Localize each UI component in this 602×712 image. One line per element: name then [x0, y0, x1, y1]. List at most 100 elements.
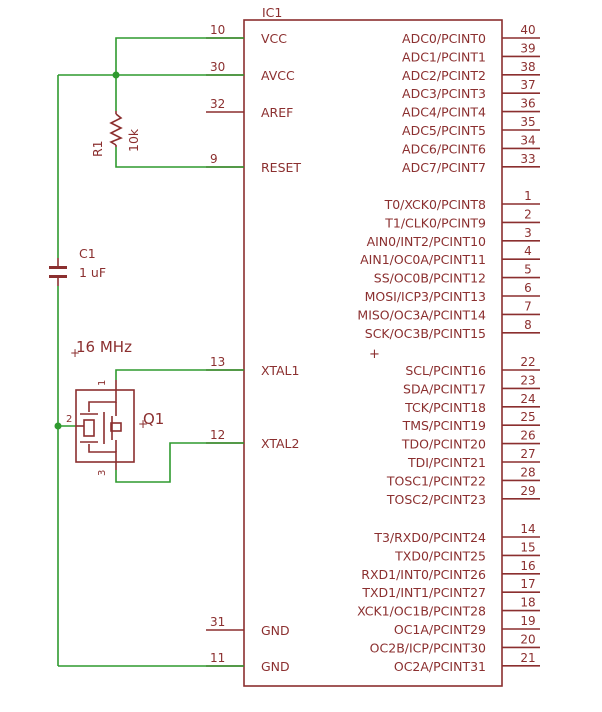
q1-top-lead	[88, 390, 117, 412]
ic1-pin-19-number: 19	[520, 614, 535, 628]
ic1-pin-11-label: GND	[261, 659, 290, 674]
ic1-pin-8-label: SCK/OC3B/PCINT15	[365, 326, 486, 341]
ic1-pin-4-number: 4	[524, 244, 532, 258]
junction-gnd	[54, 422, 62, 430]
ic1-pin-36-label: ADC4/PCINT4	[402, 105, 486, 120]
ic1-pin-31-number: 31	[210, 615, 225, 629]
ic1-pin-3-label: AIN0/INT2/PCINT10	[367, 234, 486, 249]
ic1-pin-16-number: 16	[520, 559, 535, 573]
ic1-pin-25-label: TMS/PCINT19	[402, 418, 486, 433]
ic1-pin-9-number: 9	[210, 152, 218, 166]
ic1-pin-5-number: 5	[524, 263, 532, 277]
ic1-pin-35-label: ADC5/PCINT5	[402, 123, 486, 138]
ic1-pin-21-number: 21	[520, 651, 535, 665]
r1-zigzag	[109, 113, 123, 146]
ic1-pin-6-label: MOSI/ICP3/PCINT13	[365, 289, 486, 304]
ic1-pin-30-label: AVCC	[261, 68, 295, 83]
ic1-pin-1-number: 1	[524, 189, 532, 203]
ic1-pin-21-label: OC2A/PCINT31	[394, 659, 486, 674]
ic1-pin-10-number: 10	[210, 23, 225, 37]
ic1-pin-22-label: SCL/PCINT16	[405, 363, 486, 378]
ic1-pin-26-label: TDO/PCINT20	[401, 437, 486, 452]
ic1-pin-33-number: 33	[520, 152, 535, 166]
c1-name: C1	[79, 246, 96, 261]
ic1-pin-12-label: XTAL2	[261, 436, 299, 451]
q1-bottom-lead	[88, 444, 117, 462]
ic1-pin-4-label: AIN1/OC0A/PCINT11	[360, 252, 486, 267]
r1: R1 10k	[90, 111, 141, 157]
ic1-pin-16-label: RXD1/INT0/PCINT26	[361, 567, 486, 582]
ic1-pin-24-label: TCK/PCINT18	[404, 400, 486, 415]
ic1-pin-11-number: 11	[210, 651, 225, 665]
ic1-pin-38-label: ADC2/PCINT2	[402, 68, 486, 83]
ic1-pin-1-label: T0/XCK0/PCINT8	[384, 197, 486, 212]
ic1-pin-3-number: 3	[524, 226, 532, 240]
ic1-pin-14-label: T3/RXD0/PCINT24	[373, 530, 486, 545]
q1: 1 2 3 Q1 + 16 MHz +	[66, 338, 164, 476]
ic1-name: IC1	[262, 5, 282, 20]
q1-name-origin-marker: +	[138, 417, 148, 431]
r1-value: 10k	[126, 128, 141, 152]
ic1-pin-23-number: 23	[520, 373, 535, 387]
ic1-origin-marker: +	[369, 347, 380, 362]
net-xtal2	[115, 442, 244, 483]
ic1-pin-37-number: 37	[520, 78, 535, 92]
ic1-pin-7-number: 7	[524, 299, 532, 313]
ic1-pin-24-number: 24	[520, 392, 535, 406]
r1-name: R1	[90, 140, 105, 157]
ic1-pin-17-number: 17	[520, 577, 535, 591]
ic1-pin-2-label: T1/CLK0/PCINT9	[384, 215, 486, 230]
ic1-pin-40-label: ADC0/PCINT0	[402, 31, 486, 46]
ic1-pin-27-label: TDI/PCINT21	[407, 455, 486, 470]
net-reset	[115, 147, 244, 168]
ic1-pin-5-label: SS/OC0B/PCINT12	[374, 271, 486, 286]
ic1-pin-31-label: GND	[261, 623, 290, 638]
ic1-pin-2-number: 2	[524, 207, 532, 221]
q1-value-origin-marker: +	[70, 346, 80, 360]
ic1-pin-25-number: 25	[520, 410, 535, 424]
q1-name: Q1	[143, 410, 164, 428]
ic1-pin-22-number: 22	[520, 355, 535, 369]
c1-value: 1 uF	[79, 265, 106, 280]
q1-value: 16 MHz	[76, 338, 132, 356]
ic1-pin-7-label: MISO/OC3A/PCINT14	[357, 307, 486, 322]
ic1-pin-23-label: SDA/PCINT17	[403, 381, 486, 396]
net-vcc-to-r1	[115, 37, 244, 111]
ic1-pin-8-number: 8	[524, 318, 532, 332]
q1-crystal-body	[83, 419, 95, 437]
ic1-body	[243, 19, 503, 687]
ic1-pin-18-label: XCK1/OC1B/PCINT28	[357, 604, 486, 619]
ic1-pin-17-label: TXD1/INT1/PCINT27	[361, 585, 486, 600]
c1-plate-top	[49, 266, 67, 269]
ic1-pin-27-number: 27	[520, 447, 535, 461]
ic1-pin-30-number: 30	[210, 60, 225, 74]
ic1-left-pins: 10VCC30AVCC32AREF9RESET13XTAL112XTAL231G…	[206, 23, 301, 674]
q1-pin3-number: 3	[97, 470, 108, 476]
q1-pin1-number: 1	[97, 380, 108, 386]
ic1-pin-34-number: 34	[520, 133, 535, 147]
ic1-pin-35-number: 35	[520, 115, 535, 129]
ic1-pin-13-number: 13	[210, 355, 225, 369]
ic1-pin-28-label: TOSC1/PCINT22	[386, 473, 486, 488]
ic1-pin-36-number: 36	[520, 97, 535, 111]
c1-plate-bottom	[49, 275, 67, 278]
ic1-pin-38-number: 38	[520, 60, 535, 74]
ic1-pin-14-number: 14	[520, 522, 535, 536]
ic1-pin-6-number: 6	[524, 281, 532, 295]
ic1-pin-10-label: VCC	[261, 31, 287, 46]
junction-avcc	[112, 71, 120, 79]
ic1-pin-12-number: 12	[210, 428, 225, 442]
ic1-pin-18-number: 18	[520, 596, 535, 610]
ic1-pin-15-number: 15	[520, 540, 535, 554]
ic1-pin-29-label: TOSC2/PCINT23	[386, 492, 486, 507]
q1-pin2-number: 2	[66, 414, 72, 425]
c1: C1 1 uF	[49, 246, 106, 286]
q1-inner-element	[110, 422, 122, 432]
ic1-pin-13-label: XTAL1	[261, 363, 299, 378]
ic1-pin-26-number: 26	[520, 429, 535, 443]
ic1-pin-9-label: RESET	[261, 160, 301, 175]
nets	[54, 37, 244, 667]
ic1-pin-39-number: 39	[520, 41, 535, 55]
ic1-pin-20-label: OC2B/ICP/PCINT30	[370, 640, 486, 655]
